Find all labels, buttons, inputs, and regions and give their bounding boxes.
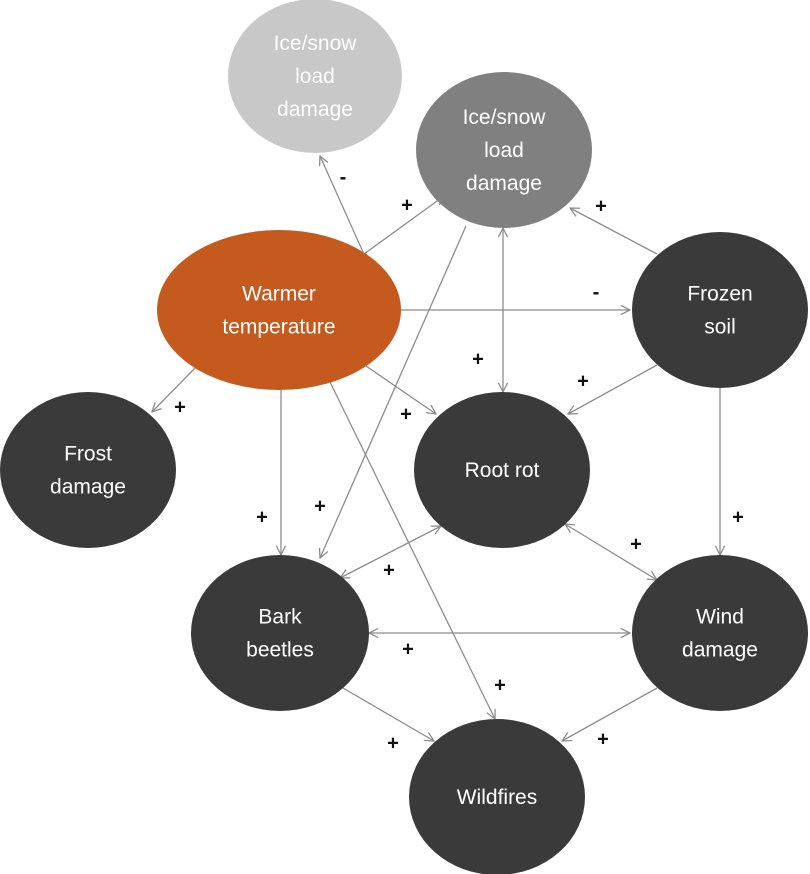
edge-warmer-temperature-to-root-rot xyxy=(365,365,436,414)
node-label: beetles xyxy=(246,639,314,662)
node-label: damage xyxy=(50,476,126,499)
node-wind-damage: Wind damage xyxy=(632,555,808,711)
edge-sign-positive: + xyxy=(402,638,414,660)
edge-sign-positive: + xyxy=(401,194,413,216)
edge-ice-snow-mid-to-bark-beetles xyxy=(320,225,467,558)
node-shape xyxy=(157,230,401,390)
node-label: Ice/snow xyxy=(274,32,358,55)
edge-warmer-temperature-to-ice-snow-mid xyxy=(363,196,444,255)
edge-sign-positive: + xyxy=(314,495,326,517)
edge-sign-positive: + xyxy=(494,674,506,696)
node-frost-damage: Frost damage xyxy=(0,392,176,548)
edge-sign-positive: + xyxy=(595,195,607,217)
signs-layer: - + - + + + + + + + + + + + + + + xyxy=(174,166,744,754)
edge-sign-positive: + xyxy=(630,533,642,555)
edge-sign-positive: + xyxy=(732,506,744,528)
edge-sign-negative: - xyxy=(340,166,347,188)
node-label: temperature xyxy=(222,316,335,339)
node-bark-beetles: Bark beetles xyxy=(191,555,369,711)
node-label: Bark xyxy=(258,606,302,629)
node-shape xyxy=(191,555,369,711)
edge-sign-positive: + xyxy=(256,506,268,528)
edge-frozen-soil-to-root-rot xyxy=(568,364,658,414)
edge-sign-positive: + xyxy=(387,732,399,754)
edge-sign-negative: - xyxy=(593,281,600,303)
edge-frozen-soil-to-ice-snow-mid xyxy=(570,208,658,255)
node-warmer-temperature: Warmer temperature xyxy=(157,230,401,390)
node-root-rot: Root rot xyxy=(414,392,590,548)
node-ice-snow-mid: Ice/snow load damage xyxy=(416,72,592,228)
node-label: Wind xyxy=(696,606,744,629)
node-label: load xyxy=(295,65,335,88)
node-label: damage xyxy=(277,98,353,121)
node-shape xyxy=(632,232,808,388)
node-label: load xyxy=(484,139,524,162)
edge-sign-positive: + xyxy=(383,559,395,581)
node-shape xyxy=(414,392,590,548)
edge-wind-damage-to-wildfires xyxy=(562,687,658,741)
node-shape xyxy=(0,392,176,548)
node-shape xyxy=(228,0,402,153)
edge-sign-positive: + xyxy=(597,728,609,750)
node-label: Frost xyxy=(64,443,112,466)
edge-bark-beetles-to-wildfires xyxy=(342,687,434,741)
node-ice-snow-light: Ice/snow load damage xyxy=(228,0,402,153)
edge-warmer-temperature-to-ice-snow-light xyxy=(320,156,364,253)
node-wildfires: Wildfires xyxy=(409,719,585,874)
node-shape xyxy=(416,72,592,228)
edge-sign-positive: + xyxy=(577,370,589,392)
node-label: Root rot xyxy=(465,459,540,482)
edge-root-rot-to-bark-beetles xyxy=(340,526,441,578)
edges-layer xyxy=(152,156,720,741)
node-label: Ice/snow xyxy=(463,106,547,129)
node-label: damage xyxy=(682,639,758,662)
edge-sign-positive: + xyxy=(472,348,484,370)
edge-sign-positive: + xyxy=(174,396,186,418)
node-label: Wildfires xyxy=(457,786,538,809)
node-label: Frozen xyxy=(687,283,752,306)
node-label: Warmer xyxy=(242,283,316,306)
node-frozen-soil: Frozen soil xyxy=(632,232,808,388)
edge-warmer-temperature-to-frost-damage xyxy=(152,365,198,412)
node-label: soil xyxy=(704,316,736,339)
node-shape xyxy=(409,719,585,874)
edge-root-rot-to-wind-damage xyxy=(565,524,657,580)
node-shape xyxy=(632,555,808,711)
edge-sign-positive: + xyxy=(400,403,412,425)
node-label: damage xyxy=(466,172,542,195)
